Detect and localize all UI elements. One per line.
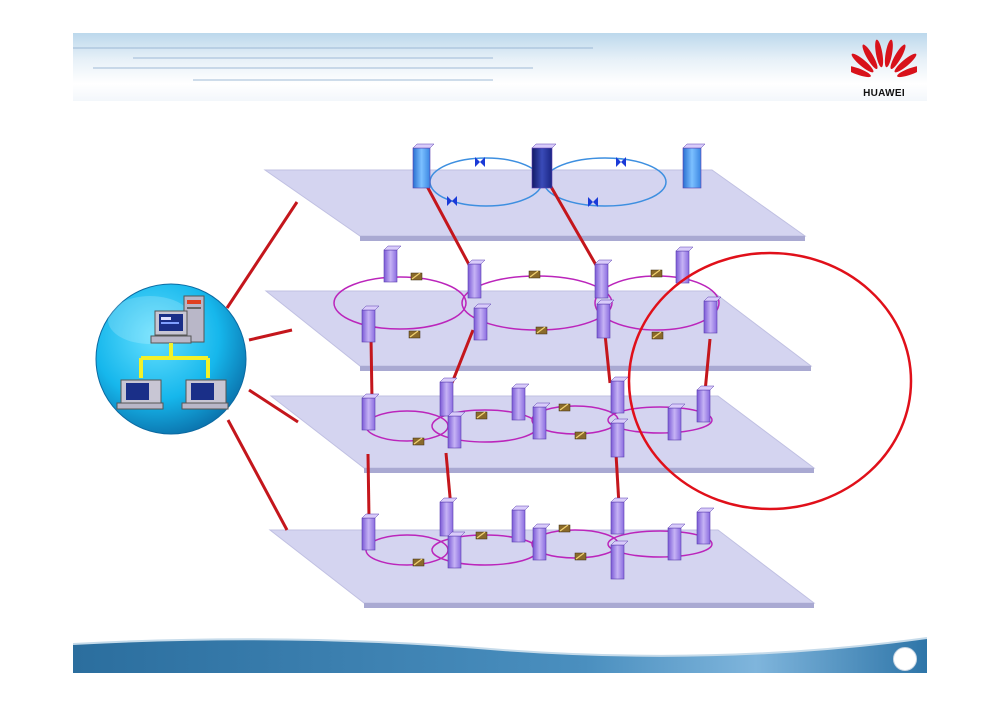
wdm-connector-icon <box>475 411 488 420</box>
ne-device-icon[interactable] <box>383 245 402 283</box>
footer-band <box>73 637 927 673</box>
server-computer-icon <box>150 295 205 344</box>
ne-device-icon[interactable] <box>703 296 722 334</box>
wdm-connector-icon <box>408 330 421 339</box>
ne-device-icon[interactable] <box>667 523 686 561</box>
highlight-circle <box>627 251 913 511</box>
link-marker-icon <box>447 196 457 206</box>
header-streak <box>73 47 593 49</box>
wdm-connector-icon <box>528 270 541 279</box>
layer-4-plane-edge <box>364 603 814 608</box>
nms-link <box>225 201 299 309</box>
huawei-logo: HUAWEI <box>844 39 924 101</box>
ne-device-icon[interactable] <box>532 402 551 440</box>
huawei-logo-text: HUAWEI <box>863 88 905 99</box>
layer-2-plane-edge <box>360 366 811 371</box>
wdm-connector-icon <box>535 326 548 335</box>
ne-device-icon[interactable] <box>532 523 551 561</box>
ne-device-icon[interactable] <box>667 403 686 441</box>
ne-device-icon[interactable] <box>596 299 615 339</box>
layer-4-ring <box>607 530 713 558</box>
page-indicator <box>893 647 917 671</box>
wdm-connector-icon <box>650 269 663 278</box>
ne-device-icon[interactable] <box>511 383 530 421</box>
wdm-connector-icon <box>475 531 488 540</box>
ne-device-icon[interactable] <box>610 540 629 580</box>
header-band <box>73 33 927 101</box>
wdm-connector-icon <box>412 558 425 567</box>
layer-link <box>703 338 712 393</box>
layer-link <box>366 453 371 519</box>
ne-device-icon[interactable] <box>439 377 458 417</box>
layer-3-ring <box>607 406 713 434</box>
ne-device-icon[interactable] <box>531 143 557 189</box>
layer-link <box>450 329 475 384</box>
nms-link <box>226 419 289 531</box>
layer-link <box>419 174 475 273</box>
wdm-connector-icon <box>574 431 587 440</box>
ne-device-icon[interactable] <box>361 513 380 551</box>
top-link-markers <box>447 157 626 207</box>
ne-device-icon[interactable] <box>412 143 435 189</box>
link-marker-icon <box>588 197 598 207</box>
wdm-connector-icon <box>558 524 571 533</box>
ne-device-icon[interactable] <box>361 305 380 343</box>
ne-device-icon[interactable] <box>610 497 629 535</box>
workstation-icon <box>181 379 229 410</box>
layer-link <box>544 177 602 273</box>
ne-device-icon[interactable] <box>594 259 613 299</box>
ne-device-icon[interactable] <box>447 411 466 449</box>
wdm-connector-icon <box>558 403 571 412</box>
ne-device-icon[interactable] <box>439 497 458 537</box>
wdm-connector-icon <box>651 331 664 340</box>
layer-link <box>369 336 374 401</box>
wdm-connector-icon <box>410 272 423 281</box>
layer-link <box>603 333 612 384</box>
layer-3-plane-edge <box>364 468 814 473</box>
network-management-center[interactable] <box>95 283 247 435</box>
layer-2-ring <box>333 276 467 330</box>
ne-device-icon[interactable] <box>696 507 715 545</box>
ne-device-icon[interactable] <box>467 259 486 299</box>
layer-link <box>614 453 621 506</box>
network-elements <box>361 143 722 580</box>
nms-link <box>248 388 299 424</box>
lan-bus-icon <box>139 343 210 378</box>
workstation-icon <box>116 379 164 410</box>
ne-device-icon[interactable] <box>675 246 694 284</box>
link-marker-icon <box>616 157 626 167</box>
top-layer-plane-edge <box>360 236 805 241</box>
wdm-connector-icon <box>412 437 425 446</box>
ne-device-icon[interactable] <box>447 531 466 569</box>
ne-device-icon[interactable] <box>696 385 715 423</box>
header-streak <box>133 57 493 59</box>
ne-device-icon[interactable] <box>473 303 492 341</box>
nms-link <box>248 328 293 342</box>
ne-device-icon[interactable] <box>610 418 629 458</box>
ne-device-icon[interactable] <box>361 393 380 431</box>
wdm-connector-icon <box>574 552 587 561</box>
link-marker-icon <box>475 157 485 167</box>
ring-connectors <box>408 269 664 567</box>
ne-device-icon[interactable] <box>682 143 706 189</box>
ne-device-icon[interactable] <box>511 505 530 543</box>
ne-device-icon[interactable] <box>610 376 629 414</box>
huawei-logo-icon <box>844 39 924 78</box>
header-streak <box>193 79 493 81</box>
header-streak <box>93 67 533 69</box>
